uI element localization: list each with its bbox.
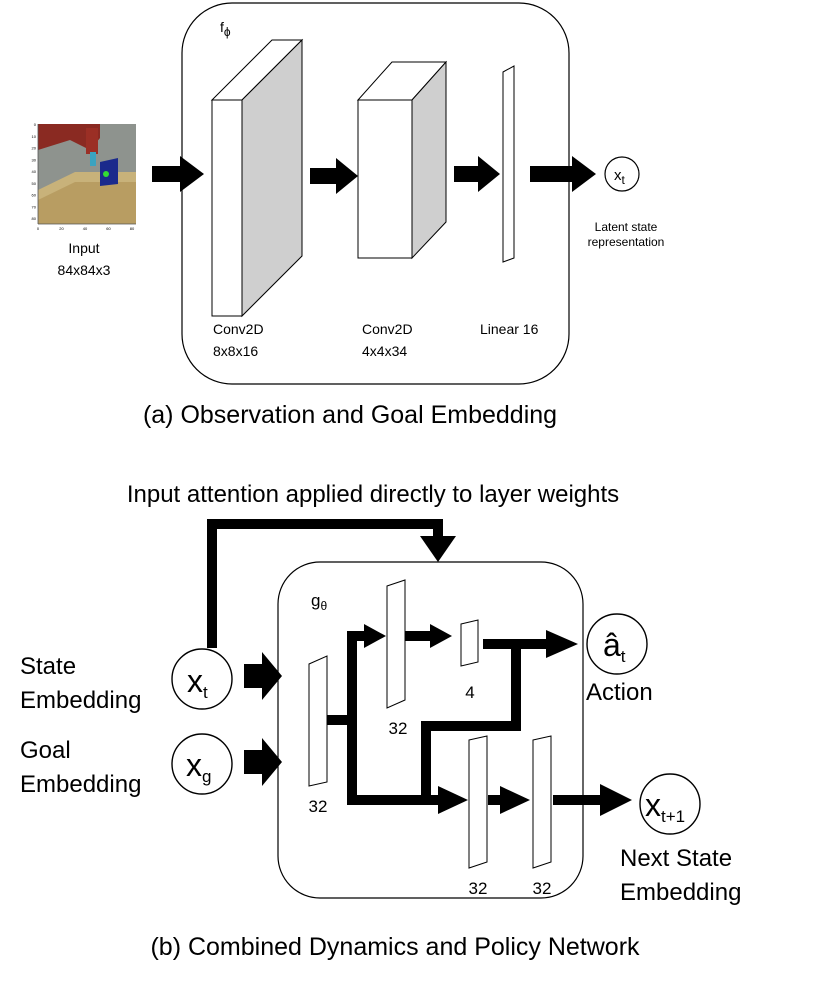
- latent-state-label-1: Latent state: [595, 220, 658, 234]
- action-node: [586, 613, 648, 675]
- action-label: Action: [586, 679, 653, 706]
- next-state-label-1: Next State: [620, 845, 732, 872]
- policy-out-size: 4: [465, 683, 474, 702]
- next-state-node: [639, 773, 701, 835]
- conv2-name: Conv2D: [362, 321, 413, 337]
- input-image: 0 10 20 30 40 50 60 70 80 0 20 40 60 80: [32, 122, 136, 231]
- caption-a: (a) Observation and Goal Embedding: [143, 401, 557, 429]
- conv1-block: [210, 38, 304, 318]
- next-state-label-2: Embedding: [620, 879, 741, 906]
- conv1-size: 8x8x16: [213, 343, 258, 359]
- policy-hidden-size: 32: [389, 719, 408, 738]
- panel-b: Input attention applied directly to laye…: [20, 481, 741, 961]
- caption-b: (b) Combined Dynamics and Policy Network: [150, 933, 640, 961]
- linear-layer: [502, 65, 515, 263]
- image-x-tick: 80: [130, 226, 135, 231]
- input-label: Input: [68, 240, 99, 256]
- arrow-to-dyn-hidden: [438, 786, 468, 814]
- linear-name: Linear 16: [480, 321, 539, 337]
- arrow-input-to-conv1: [152, 156, 204, 192]
- network-box: [277, 561, 584, 899]
- attention-arrowhead: [420, 536, 456, 562]
- encoder-symbol: fϕ: [220, 19, 231, 39]
- arrow-conv1-to-conv2: [310, 158, 358, 194]
- image-x-ticks: 0 20 40 60 80: [37, 226, 135, 231]
- goal-label-1: Goal: [20, 737, 71, 764]
- image-y-tick: 30: [32, 157, 37, 162]
- input-size: 84x84x3: [58, 262, 111, 278]
- image-x-tick: 40: [83, 226, 88, 231]
- input-layer: [308, 655, 328, 787]
- image-y-tick: 10: [32, 134, 37, 139]
- image-y-tick: 20: [32, 146, 37, 151]
- next-state-symbol: xt+1: [645, 787, 685, 826]
- latent-state-symbol: xt: [614, 167, 626, 187]
- image-y-tick: 70: [32, 204, 37, 209]
- policy-hidden-layer: [386, 579, 406, 709]
- conv2-size: 4x4x34: [362, 343, 407, 359]
- dyn-hidden-size: 32: [469, 879, 488, 898]
- attention-label: Input attention applied directly to laye…: [127, 481, 619, 508]
- input-layer-size: 32: [309, 797, 328, 816]
- state-node-symbol: xt: [187, 663, 208, 702]
- goal-label-2: Embedding: [20, 771, 141, 798]
- arrow-to-next-state: [600, 784, 632, 816]
- latent-state-label-2: representation: [588, 235, 665, 249]
- panel-a: 0 10 20 30 40 50 60 70 80 0 20 40 60 80 Input 84x84x…: [32, 2, 665, 429]
- conv2-block: [356, 60, 448, 260]
- image-x-tick: 0: [37, 226, 40, 231]
- arrow-to-action: [546, 630, 578, 658]
- conv1-name: Conv2D: [213, 321, 264, 337]
- image-y-tick: 40: [32, 169, 37, 174]
- dyn-hidden-layer: [468, 735, 488, 869]
- network-connectors: [327, 631, 606, 805]
- state-node: [171, 648, 233, 710]
- dyn-out-layer: [532, 735, 552, 869]
- image-x-tick: 20: [59, 226, 64, 231]
- goal-node-symbol: xg: [186, 747, 211, 786]
- state-label-1: State: [20, 653, 76, 680]
- image-y-tick: 0: [34, 122, 37, 127]
- goal-node: [171, 733, 233, 795]
- arrow-to-dyn-out: [500, 786, 530, 814]
- image-y-tick: 60: [32, 193, 37, 198]
- arrow-conv2-to-linear: [454, 156, 500, 192]
- encoder-box: [181, 2, 570, 385]
- state-label-2: Embedding: [20, 687, 141, 714]
- latent-state-node: [604, 156, 640, 192]
- image-y-tick: 50: [32, 181, 37, 186]
- action-node-symbol: ât: [603, 627, 626, 666]
- network-symbol: gθ: [311, 591, 327, 613]
- dyn-out-size: 32: [533, 879, 552, 898]
- image-y-ticks: 0 10 20 30 40 50 60 70 80: [32, 122, 37, 221]
- arrow-to-policy-out: [430, 624, 452, 648]
- arrow-to-policy-hidden: [364, 624, 386, 648]
- image-x-tick: 60: [106, 226, 111, 231]
- attention-path: [207, 519, 443, 648]
- arrow-linear-to-output: [530, 156, 596, 192]
- arrow-goal-in: [244, 738, 282, 786]
- image-y-tick: 80: [32, 216, 37, 221]
- arrow-state-in: [244, 652, 282, 700]
- policy-out-layer: [460, 619, 479, 667]
